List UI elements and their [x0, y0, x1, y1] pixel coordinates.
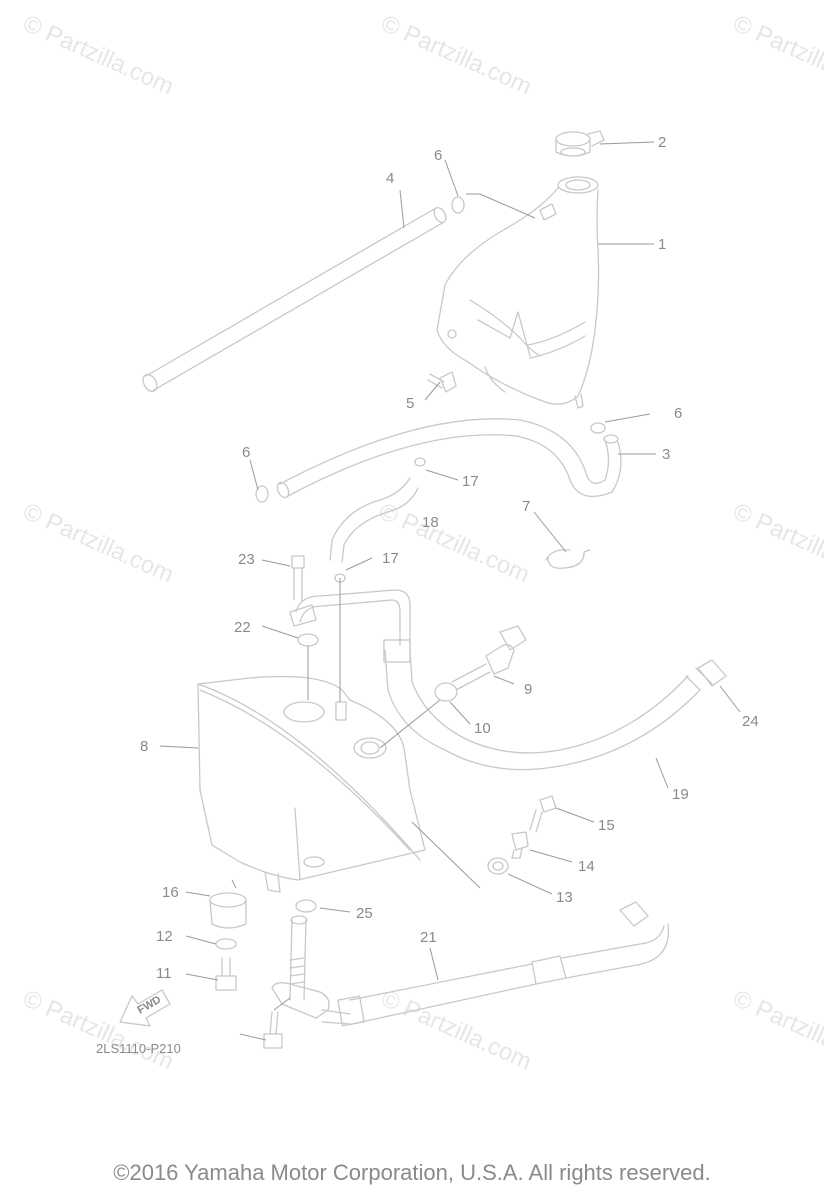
- fwd-arrow-icon: FWD: [119, 989, 171, 1027]
- part-hose-19[interactable]: [383, 639, 713, 771]
- callout-17: 17: [382, 550, 399, 567]
- exploded-view-drawing: FWD: [96, 130, 759, 1056]
- part-bolt-15[interactable]: [529, 795, 557, 833]
- part-fitting-22[interactable]: [697, 659, 727, 687]
- callout-1: 1: [658, 236, 666, 253]
- callout-10: 10: [474, 720, 491, 737]
- callout-6: 6: [242, 444, 250, 461]
- part-bolt-11[interactable]: [215, 957, 237, 991]
- fwd-label: FWD: [136, 994, 164, 1017]
- callout-5: 5: [406, 395, 414, 412]
- copyright-notice: ©2016 Yamaha Motor Corporation, U.S.A. A…: [113, 1160, 711, 1185]
- part-hose[interactable]: [275, 418, 622, 500]
- part-union-pipe[interactable]: [289, 589, 411, 646]
- callout-8: 8: [140, 738, 148, 755]
- part-o-ring-24[interactable]: [295, 899, 317, 913]
- callout-12: 12: [156, 928, 173, 945]
- part-oil-tank-lower[interactable]: [197, 675, 426, 893]
- part-grommet-13[interactable]: [487, 857, 509, 875]
- leader-lines: [159, 141, 741, 1041]
- part-clip-6c[interactable]: [255, 485, 269, 503]
- part-feed-hose-23[interactable]: [337, 901, 670, 1027]
- part-bolt-21[interactable]: [291, 555, 305, 601]
- callout-24: 25: [356, 905, 373, 922]
- callout-16: 16: [162, 884, 179, 901]
- callout-3: 3: [662, 446, 670, 463]
- diagram-code: 2LS1110-P210: [96, 1041, 181, 1056]
- part-dipstick[interactable]: [451, 625, 527, 691]
- callout-labels: 2 1 4 6 5 6 3 6 17 7 18 23 17 22 9 24 10…: [96, 134, 759, 1056]
- part-oil-tank[interactable]: [436, 176, 600, 409]
- callout-6: 6: [674, 405, 682, 422]
- callout-17: 17: [462, 473, 479, 490]
- callout-21: 23: [238, 551, 255, 568]
- callout-4: 4: [386, 170, 394, 187]
- callout-18: 18: [422, 514, 439, 531]
- callout-19: 19: [672, 786, 689, 803]
- part-bolt-5[interactable]: [427, 371, 457, 393]
- callout-22: 24: [742, 713, 759, 730]
- part-breather-hose-long[interactable]: [140, 206, 448, 394]
- callout-11: 11: [156, 965, 172, 982]
- part-washer-12[interactable]: [215, 938, 237, 950]
- part-strainer[interactable]: [271, 915, 351, 1025]
- callout-7: 7: [522, 498, 530, 515]
- part-o-ring-10[interactable]: [434, 682, 458, 702]
- callout-13: 13: [556, 889, 573, 906]
- callout-23: 21: [420, 929, 437, 946]
- callout-14: 14: [578, 858, 595, 875]
- part-o-ring-20[interactable]: [297, 633, 319, 647]
- part-damper-16[interactable]: [209, 892, 247, 929]
- part-clip-6b[interactable]: [590, 422, 606, 434]
- part-hose-18[interactable]: [329, 477, 419, 563]
- part-bolt-25[interactable]: [263, 1011, 283, 1049]
- part-clamp[interactable]: [545, 549, 591, 569]
- part-cap[interactable]: [555, 130, 605, 157]
- callout-6: 6: [434, 147, 442, 164]
- callout-15: 15: [598, 817, 615, 834]
- callout-2: 2: [658, 134, 666, 151]
- part-clip-6a[interactable]: [451, 196, 465, 214]
- callout-20: 22: [234, 619, 251, 636]
- part-plug-14[interactable]: [511, 831, 529, 859]
- part-clip-17a[interactable]: [414, 457, 426, 467]
- callout-9: 9: [524, 681, 532, 698]
